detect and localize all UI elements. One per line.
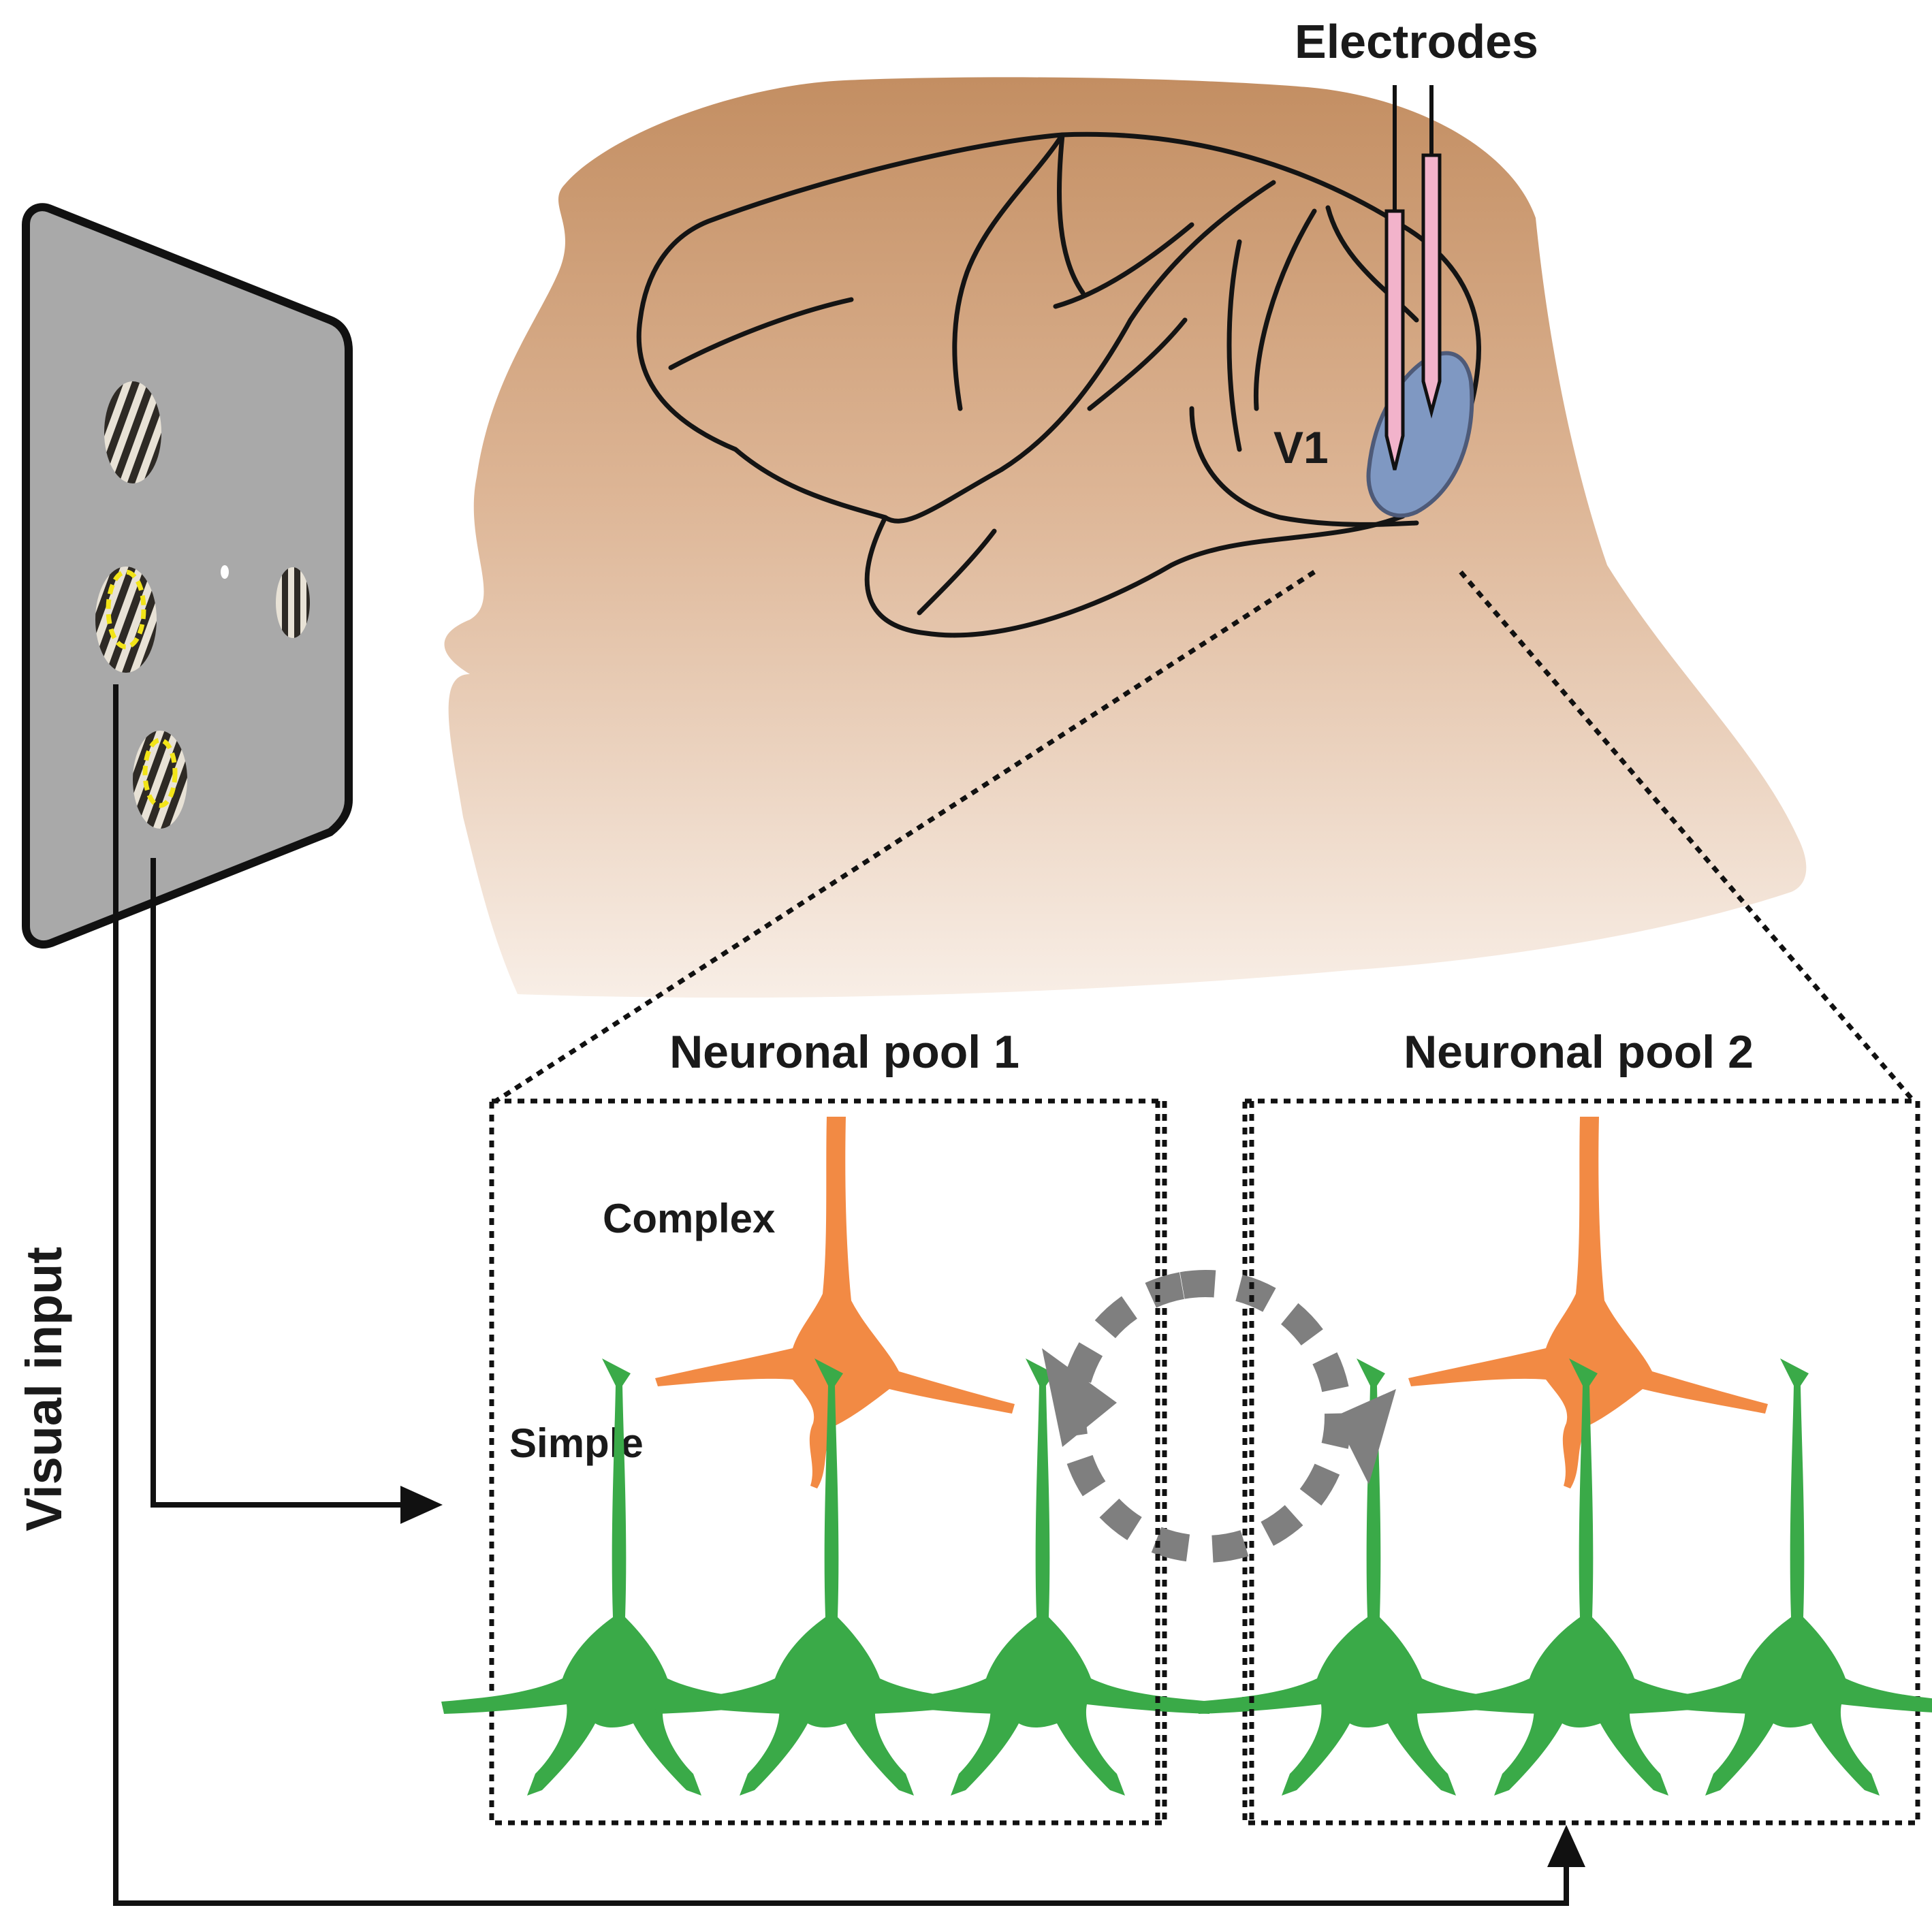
arrow-to-pool-2 bbox=[1547, 1825, 1585, 1867]
grating-stimulus-top bbox=[104, 381, 161, 483]
head-silhouette bbox=[444, 77, 1807, 998]
cycle-arrowhead-right bbox=[1335, 1389, 1396, 1484]
simple-cell bbox=[1619, 1358, 1932, 1796]
neuronal-pool-2-label: Neuronal pool 2 bbox=[1404, 1026, 1754, 1078]
visual-input-label: Visual input bbox=[16, 1247, 72, 1531]
fixation-point bbox=[221, 565, 229, 579]
complex-label: Complex bbox=[603, 1196, 775, 1241]
highlight-ring bbox=[106, 569, 146, 650]
grating-stimulus-middle bbox=[95, 567, 157, 673]
electrodes-label: Electrodes bbox=[1295, 15, 1538, 68]
highlight-ring bbox=[142, 737, 178, 808]
v1-label: V1 bbox=[1273, 422, 1329, 473]
interaction-cycle bbox=[1042, 1101, 1396, 1823]
stimulus-monitor bbox=[22, 203, 353, 949]
cycle-arrowhead-left bbox=[1042, 1348, 1117, 1447]
simple-cell bbox=[865, 1358, 1212, 1796]
neuronal-pool-2-box bbox=[1242, 1098, 1920, 1826]
grating-stimulus-right bbox=[276, 567, 310, 638]
visual-input-arrows bbox=[113, 684, 1569, 1906]
neuronal-pool-1-label: Neuronal pool 1 bbox=[669, 1026, 1019, 1078]
neuronal-pool-1-box bbox=[489, 1098, 1167, 1826]
electrode-2 bbox=[1421, 85, 1442, 419]
electrode-1 bbox=[1384, 85, 1405, 471]
simple-cell bbox=[1408, 1358, 1756, 1796]
grating-stimulus-bottom bbox=[133, 731, 187, 829]
brain-outline bbox=[636, 131, 1481, 638]
simple-cell bbox=[654, 1358, 1001, 1796]
arrow-to-pool-1 bbox=[400, 1486, 443, 1524]
simple-cell bbox=[441, 1358, 789, 1796]
